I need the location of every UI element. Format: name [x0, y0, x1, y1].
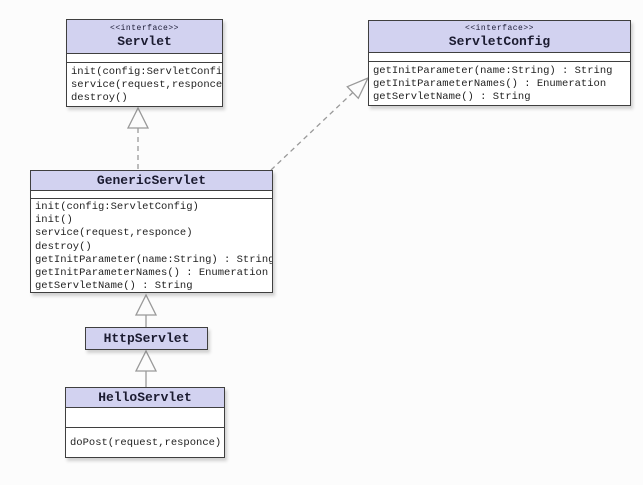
method-entry: init(config:ServletConfig) [71, 66, 222, 78]
generalization-arrow-httpservlet-to-genericservlet [134, 293, 158, 327]
method-entry: getServletName() : String [373, 91, 531, 104]
method-entry: destroy() [71, 92, 128, 105]
methods-compartment: doPost(request,responce) [66, 428, 224, 457]
class-header: <<interface>> ServletConfig [369, 21, 630, 53]
realization-arrow-genericservlet-to-servlet [126, 106, 150, 170]
method-entry: destroy() [35, 240, 92, 253]
generalization-arrow-helloservlet-to-httpservlet [134, 349, 158, 387]
class-box-httpservlet: HttpServlet [85, 327, 208, 350]
realization-arrow-genericservlet-to-servletconfig [270, 76, 370, 171]
methods-compartment: init(config:ServletConfig) init() servic… [31, 199, 272, 292]
class-header: HelloServlet [66, 388, 224, 408]
class-box-servletconfig: <<interface>> ServletConfig getInitParam… [368, 20, 631, 106]
method-entry: service(request,responce) [35, 227, 193, 240]
class-name: GenericServlet [96, 173, 207, 188]
method-entry: init() [35, 214, 73, 227]
attributes-compartment [66, 408, 224, 428]
method-entry: getInitParameterNames() : Enumeration [35, 267, 269, 280]
class-name: HelloServlet [98, 390, 192, 405]
class-name: HttpServlet [103, 331, 190, 346]
attributes-compartment [31, 191, 272, 199]
attributes-compartment [369, 53, 630, 62]
methods-compartment: init(config:ServletConfig) service(reque… [67, 63, 222, 106]
attributes-compartment [67, 54, 222, 63]
class-name: Servlet [117, 34, 172, 49]
class-box-genericservlet: GenericServlet init(config:ServletConfig… [30, 170, 273, 293]
class-name: ServletConfig [448, 34, 551, 49]
class-header: HttpServlet [86, 328, 207, 349]
method-entry: getInitParameter(name:String) : String [373, 65, 613, 77]
method-entry: init(config:ServletConfig) [35, 201, 199, 213]
class-header: <<interface>> Servlet [67, 20, 222, 54]
stereotype-label: <<interface>> [110, 24, 179, 33]
method-entry: getInitParameter(name:String) : String [35, 253, 272, 266]
methods-compartment: getInitParameter(name:String) : String g… [369, 62, 630, 105]
method-entry: service(request,responce) [71, 79, 222, 92]
stereotype-label: <<interface>> [465, 24, 534, 33]
class-box-servlet: <<interface>> Servlet init(config:Servle… [66, 19, 223, 107]
method-entry: doPost(request,responce) [70, 437, 222, 449]
method-entry: getServletName() : String [35, 280, 193, 292]
method-entry: getInitParameterNames() : Enumeration [373, 78, 607, 91]
class-box-helloservlet: HelloServlet doPost(request,responce) [65, 387, 225, 458]
class-header: GenericServlet [31, 171, 272, 191]
